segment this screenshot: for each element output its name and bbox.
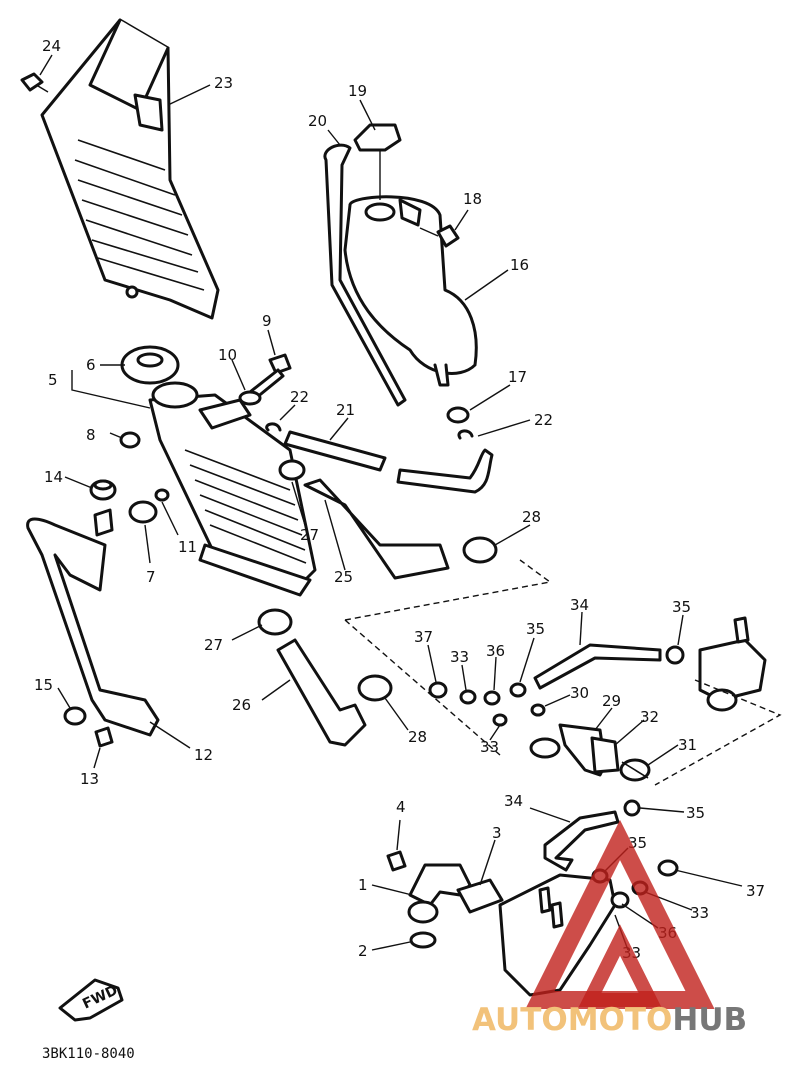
- reservoir-bolt: [419, 224, 460, 248]
- watermark-part1: AUTOMOTO: [472, 1002, 672, 1038]
- callout-29: 29: [602, 692, 621, 710]
- hose-21: [283, 430, 494, 494]
- callout-37-lower: 37: [746, 882, 765, 900]
- fitting-31: [619, 758, 651, 782]
- callout-26: 26: [232, 696, 251, 714]
- washer-10: [238, 390, 262, 406]
- radiator-cap: [120, 345, 180, 385]
- radiator: [148, 381, 317, 597]
- callout-13: 13: [80, 770, 99, 788]
- small-parts-upper: [428, 681, 546, 727]
- reservoir-tank: [343, 195, 478, 387]
- callout-33-lower-right: 33: [690, 904, 709, 922]
- overflow-hose: [323, 143, 407, 407]
- bolt-13: [94, 726, 114, 748]
- callout-7: 7: [146, 568, 156, 586]
- pipe-1: [407, 863, 472, 924]
- callout-5: 5: [48, 371, 58, 389]
- callout-numbers: 24 23 19 20 18 16 9 10 22 21 17 22 6 5 8…: [34, 37, 765, 962]
- callout-21: 21: [336, 401, 355, 419]
- callout-19: 19: [348, 82, 367, 100]
- callout-30: 30: [570, 684, 589, 702]
- callout-3: 3: [492, 824, 502, 842]
- grommet-14: [89, 479, 117, 501]
- callout-4: 4: [396, 798, 406, 816]
- callout-35-upper-right: 35: [672, 598, 691, 616]
- callout-28-upper: 28: [522, 508, 541, 526]
- callout-34-upper: 34: [570, 596, 589, 614]
- callout-31: 31: [678, 736, 697, 754]
- gasket-3: [456, 878, 504, 914]
- callout-6: 6: [86, 356, 96, 374]
- callout-22-left: 22: [290, 388, 309, 406]
- callout-33-upper: 33: [450, 648, 469, 666]
- callout-37-upper: 37: [414, 628, 433, 646]
- reservoir-cap: [353, 123, 402, 200]
- dashed-guides: [344, 559, 782, 786]
- oring-2: [409, 931, 437, 949]
- watermark-logo-icon: [525, 819, 715, 1009]
- callout-25: 25: [334, 568, 353, 586]
- hose-26: [276, 638, 367, 747]
- callout-10: 10: [218, 346, 237, 364]
- clip-22-left: [265, 422, 282, 432]
- bolt-4: [386, 850, 407, 872]
- fwd-arrow-icon: FWD: [58, 978, 124, 1022]
- radiator-bolt: [248, 353, 292, 400]
- callout-32: 32: [640, 708, 659, 726]
- hose-25: [303, 478, 450, 580]
- hose-34-lower: [543, 799, 641, 872]
- callout-27-lower: 27: [204, 636, 223, 654]
- clip-22-right: [457, 429, 474, 440]
- watermark-text: AUTOMOTOHUB: [472, 1002, 747, 1038]
- gasket-32: [590, 736, 620, 774]
- callout-1: 1: [358, 876, 368, 894]
- leader-lines: [39, 54, 743, 951]
- callout-16: 16: [510, 256, 529, 274]
- callout-20: 20: [308, 112, 327, 130]
- callout-9: 9: [262, 312, 272, 330]
- radiator-cover: [40, 18, 220, 320]
- callout-34-lower: 34: [504, 792, 523, 810]
- callout-28-lower: 28: [408, 728, 427, 746]
- hose-34-upper: [533, 643, 685, 690]
- grommet-15: [63, 706, 87, 726]
- callout-12: 12: [194, 746, 213, 764]
- collar-7: [128, 488, 170, 524]
- callout-22-right: 22: [534, 411, 553, 429]
- diagram-code: 3BK110-8040: [42, 1046, 135, 1062]
- callout-14: 14: [44, 468, 63, 486]
- callout-27-upper: 27: [300, 526, 319, 544]
- hose-clamps: [257, 459, 498, 702]
- callout-8: 8: [86, 426, 96, 444]
- callout-35-upper: 35: [526, 620, 545, 638]
- callout-15: 15: [34, 676, 53, 694]
- callout-36-upper: 36: [486, 642, 505, 660]
- callout-17: 17: [508, 368, 527, 386]
- watermark-part2: HUB: [672, 1002, 747, 1038]
- callout-24: 24: [42, 37, 61, 55]
- callout-23: 23: [214, 74, 233, 92]
- radiator-bracket: [26, 508, 160, 737]
- grommet-17: [446, 406, 470, 424]
- callout-11: 11: [178, 538, 197, 556]
- callout-33-middle: 33: [480, 738, 499, 756]
- grommet-8: [119, 431, 141, 449]
- callout-35-right: 35: [686, 804, 705, 822]
- cover-bolt: [20, 72, 49, 93]
- callout-2: 2: [358, 942, 368, 960]
- callout-18: 18: [463, 190, 482, 208]
- engine-fitting: [698, 616, 767, 712]
